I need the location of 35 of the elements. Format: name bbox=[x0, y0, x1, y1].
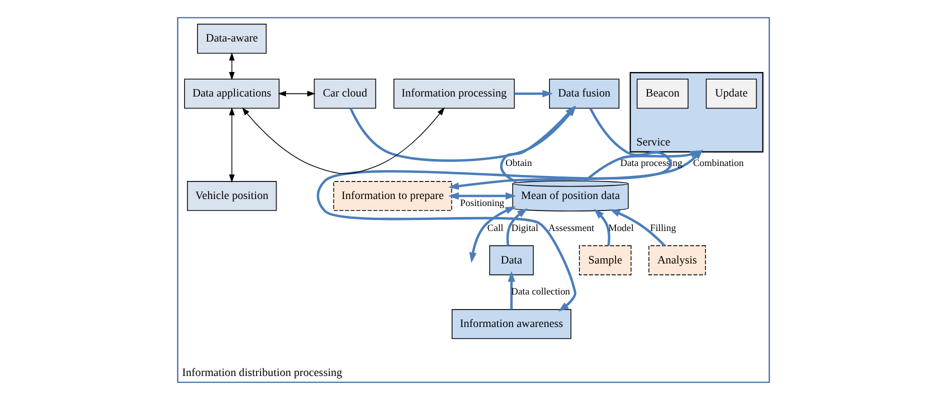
arrow bbox=[448, 149, 703, 190]
arrow bbox=[584, 150, 700, 182]
node-box: Vehicle position bbox=[186, 181, 276, 211]
arrow bbox=[241, 107, 444, 174]
edge-label: Digital bbox=[510, 222, 538, 234]
arrow bbox=[277, 90, 315, 96]
edge-label: Model bbox=[608, 222, 634, 234]
edge-label: Combination bbox=[692, 158, 744, 170]
edge-label: Filling bbox=[650, 222, 676, 234]
node-box: Information processing bbox=[392, 78, 514, 109]
edge-label: Positioning bbox=[460, 198, 504, 210]
node-box: Information awareness bbox=[451, 309, 571, 340]
arrow bbox=[468, 206, 516, 263]
node-box: Analysis bbox=[648, 245, 706, 276]
arrow bbox=[608, 209, 665, 247]
arrow bbox=[593, 208, 610, 246]
edge-label: Assessment bbox=[548, 222, 594, 234]
arrow bbox=[507, 271, 515, 310]
node-box: Information to prepare bbox=[332, 181, 452, 211]
edge-label: Obtain bbox=[505, 158, 532, 170]
node-box: Update bbox=[705, 78, 756, 109]
node-box: Data-aware bbox=[196, 24, 266, 54]
edge-label: Call bbox=[486, 222, 503, 234]
node-box: Data fusion bbox=[548, 78, 619, 109]
arrow bbox=[514, 90, 552, 98]
node-box: Sample bbox=[578, 245, 631, 276]
node-box: Data applications bbox=[184, 78, 280, 109]
arrow bbox=[228, 52, 234, 80]
arrow bbox=[506, 208, 528, 246]
arrow bbox=[228, 107, 234, 183]
node-box: Data bbox=[488, 245, 534, 276]
node-box: Beacon bbox=[636, 78, 688, 109]
arrow bbox=[448, 192, 516, 200]
node-box: Car cloud bbox=[313, 78, 376, 109]
arrow bbox=[316, 108, 671, 312]
